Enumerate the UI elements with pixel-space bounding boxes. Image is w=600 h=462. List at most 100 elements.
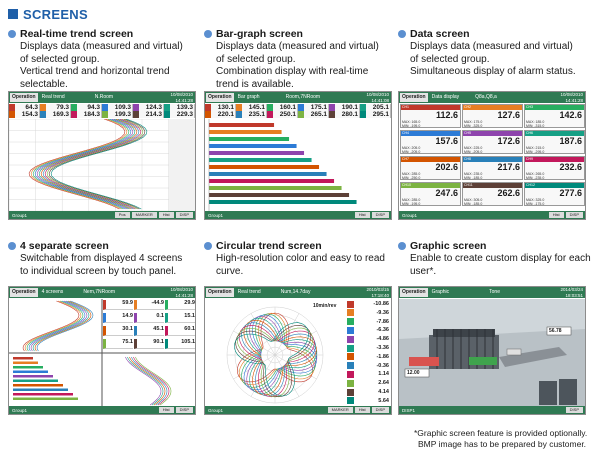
channel-color-tag	[236, 111, 242, 118]
group-label[interactable]: Group1	[208, 407, 224, 413]
channel-color-tag	[205, 111, 211, 118]
mode-label[interactable]: Operation	[10, 288, 38, 297]
group-label[interactable]: Group1	[12, 212, 28, 218]
min-value: MIN: -195.0	[402, 202, 421, 206]
channel-color-tag	[347, 344, 354, 352]
digital-value: 130.1	[205, 104, 236, 111]
channel-color-tag	[236, 104, 242, 111]
channel-color-tag	[329, 104, 335, 111]
time-label: 18:03:51	[565, 292, 583, 298]
disp-button[interactable]: DISP	[175, 407, 193, 413]
mode-label[interactable]: Operation	[400, 288, 428, 297]
disp-button[interactable]: DISP	[565, 212, 583, 218]
bullet-icon	[204, 242, 212, 250]
min-value: MIN: -250.0	[402, 176, 421, 180]
trend-line	[38, 119, 136, 210]
channel-color-tag	[40, 104, 46, 111]
screen-title: Graphic screen	[410, 240, 487, 252]
circular-trend-line	[235, 324, 312, 398]
channel-header: CH1	[401, 105, 460, 110]
digital-value: 94.3	[71, 104, 102, 111]
mode-label[interactable]: Operation	[206, 93, 234, 102]
digital-value-text: 109.3	[114, 104, 131, 111]
group-label[interactable]: Group1	[12, 407, 28, 413]
hist-button[interactable]: Hist	[548, 212, 564, 218]
heading-text: SCREENS	[23, 6, 88, 22]
digital-value: 220.1	[205, 111, 236, 118]
scale-value: 2.64	[378, 380, 389, 387]
disp-button[interactable]: DISP	[371, 407, 389, 413]
disp-button[interactable]: DISP	[565, 407, 583, 413]
mode-label[interactable]: Operation	[10, 93, 38, 102]
max-value: MAX: 285.0	[402, 198, 421, 202]
bar	[209, 193, 350, 197]
bar	[209, 165, 320, 169]
digital-value: 105.1	[165, 339, 195, 349]
group-label[interactable]: DISP1	[402, 407, 416, 413]
tag-value-b[interactable]: 56.78	[549, 328, 562, 334]
circular-trend-line	[236, 327, 313, 398]
channel-header: CH3	[525, 105, 584, 110]
mode-label[interactable]: Operation	[400, 93, 428, 102]
marker-button[interactable]: MARKER	[131, 212, 157, 218]
quad-screen-area[interactable]	[9, 299, 195, 408]
max-value: MAX: 225.0	[464, 146, 483, 150]
disp-button[interactable]: DISP	[371, 212, 389, 218]
digital-value-text: 139.3	[176, 104, 193, 111]
screenshot-circular-trend: Operation Real trend Num,14.7day 2010/03…	[204, 286, 392, 415]
screen-name: Real trend	[237, 289, 261, 295]
channel-color-tag	[347, 309, 354, 317]
digital-value-text: 295.1	[372, 111, 389, 118]
disp-button[interactable]: DISP	[175, 212, 193, 218]
channel-header: CH10	[401, 183, 460, 188]
tag-value-a[interactable]: 12.00	[407, 370, 420, 376]
hist-button[interactable]: Hist	[354, 212, 370, 218]
digital-value-text: 265.1	[310, 111, 327, 118]
group-label[interactable]: Group1	[208, 212, 224, 218]
bar	[13, 370, 48, 373]
digital-value: 295.1	[360, 111, 391, 118]
channel-value: 127.6	[497, 110, 520, 120]
channel-header: CH11	[463, 183, 522, 188]
hist-button[interactable]: Hist	[354, 407, 370, 413]
hist-button[interactable]: Hist	[158, 407, 174, 413]
group-label[interactable]: Group1	[402, 212, 418, 218]
channel-value: 217.6	[497, 162, 520, 172]
screen-description: Displays data (measured and virtual) of …	[410, 41, 576, 77]
digital-value-text: 220.1	[217, 111, 234, 118]
digital-value-text: 190.1	[341, 104, 358, 111]
bottom-bar: Group1 MARKER Hist DISP	[205, 406, 391, 414]
scale-value: -0.36	[376, 362, 389, 369]
circular-trend-chart	[205, 299, 391, 408]
pos-button[interactable]: Pos	[114, 212, 130, 218]
min-value: MIN: -185.0	[464, 202, 483, 206]
channel-value: 112.6	[435, 110, 458, 120]
scale-item: -7.86	[347, 318, 391, 326]
channel-value: 142.6	[559, 110, 582, 120]
horizontal-bar-chart	[205, 119, 391, 211]
digital-value: 29.9	[165, 300, 195, 310]
trend-line	[50, 119, 148, 210]
hist-button[interactable]: Hist	[158, 212, 174, 218]
marker-button[interactable]: MARKER	[327, 407, 353, 413]
mode-label[interactable]: Operation	[206, 288, 234, 297]
max-value: MAX: 165.0	[402, 120, 421, 124]
digital-value: 109.3	[102, 104, 133, 111]
screen-title: Real-time trend screen	[20, 28, 134, 40]
trend-line	[48, 119, 146, 210]
channel-color-tag	[347, 397, 354, 405]
